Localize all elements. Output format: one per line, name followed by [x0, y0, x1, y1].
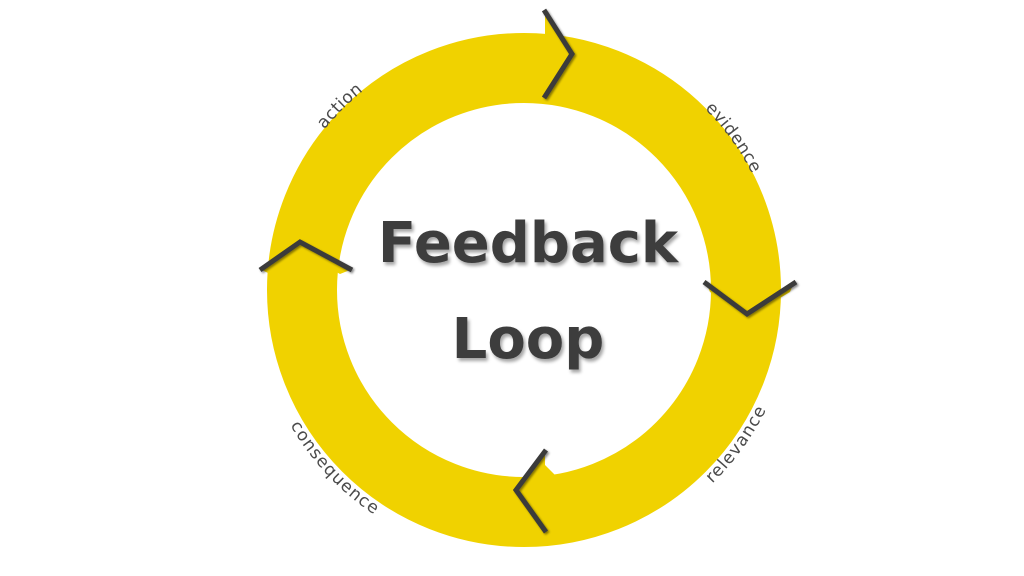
title-line-2: Loop: [452, 307, 605, 372]
arrowhead-left: [258, 239, 354, 274]
arrowhead-top: [520, 8, 575, 100]
loop-ring: [267, 33, 781, 547]
arrowhead-bottom: [512, 448, 560, 534]
arrowhead-right: [702, 279, 798, 318]
title-line-1: Feedback: [378, 211, 680, 276]
